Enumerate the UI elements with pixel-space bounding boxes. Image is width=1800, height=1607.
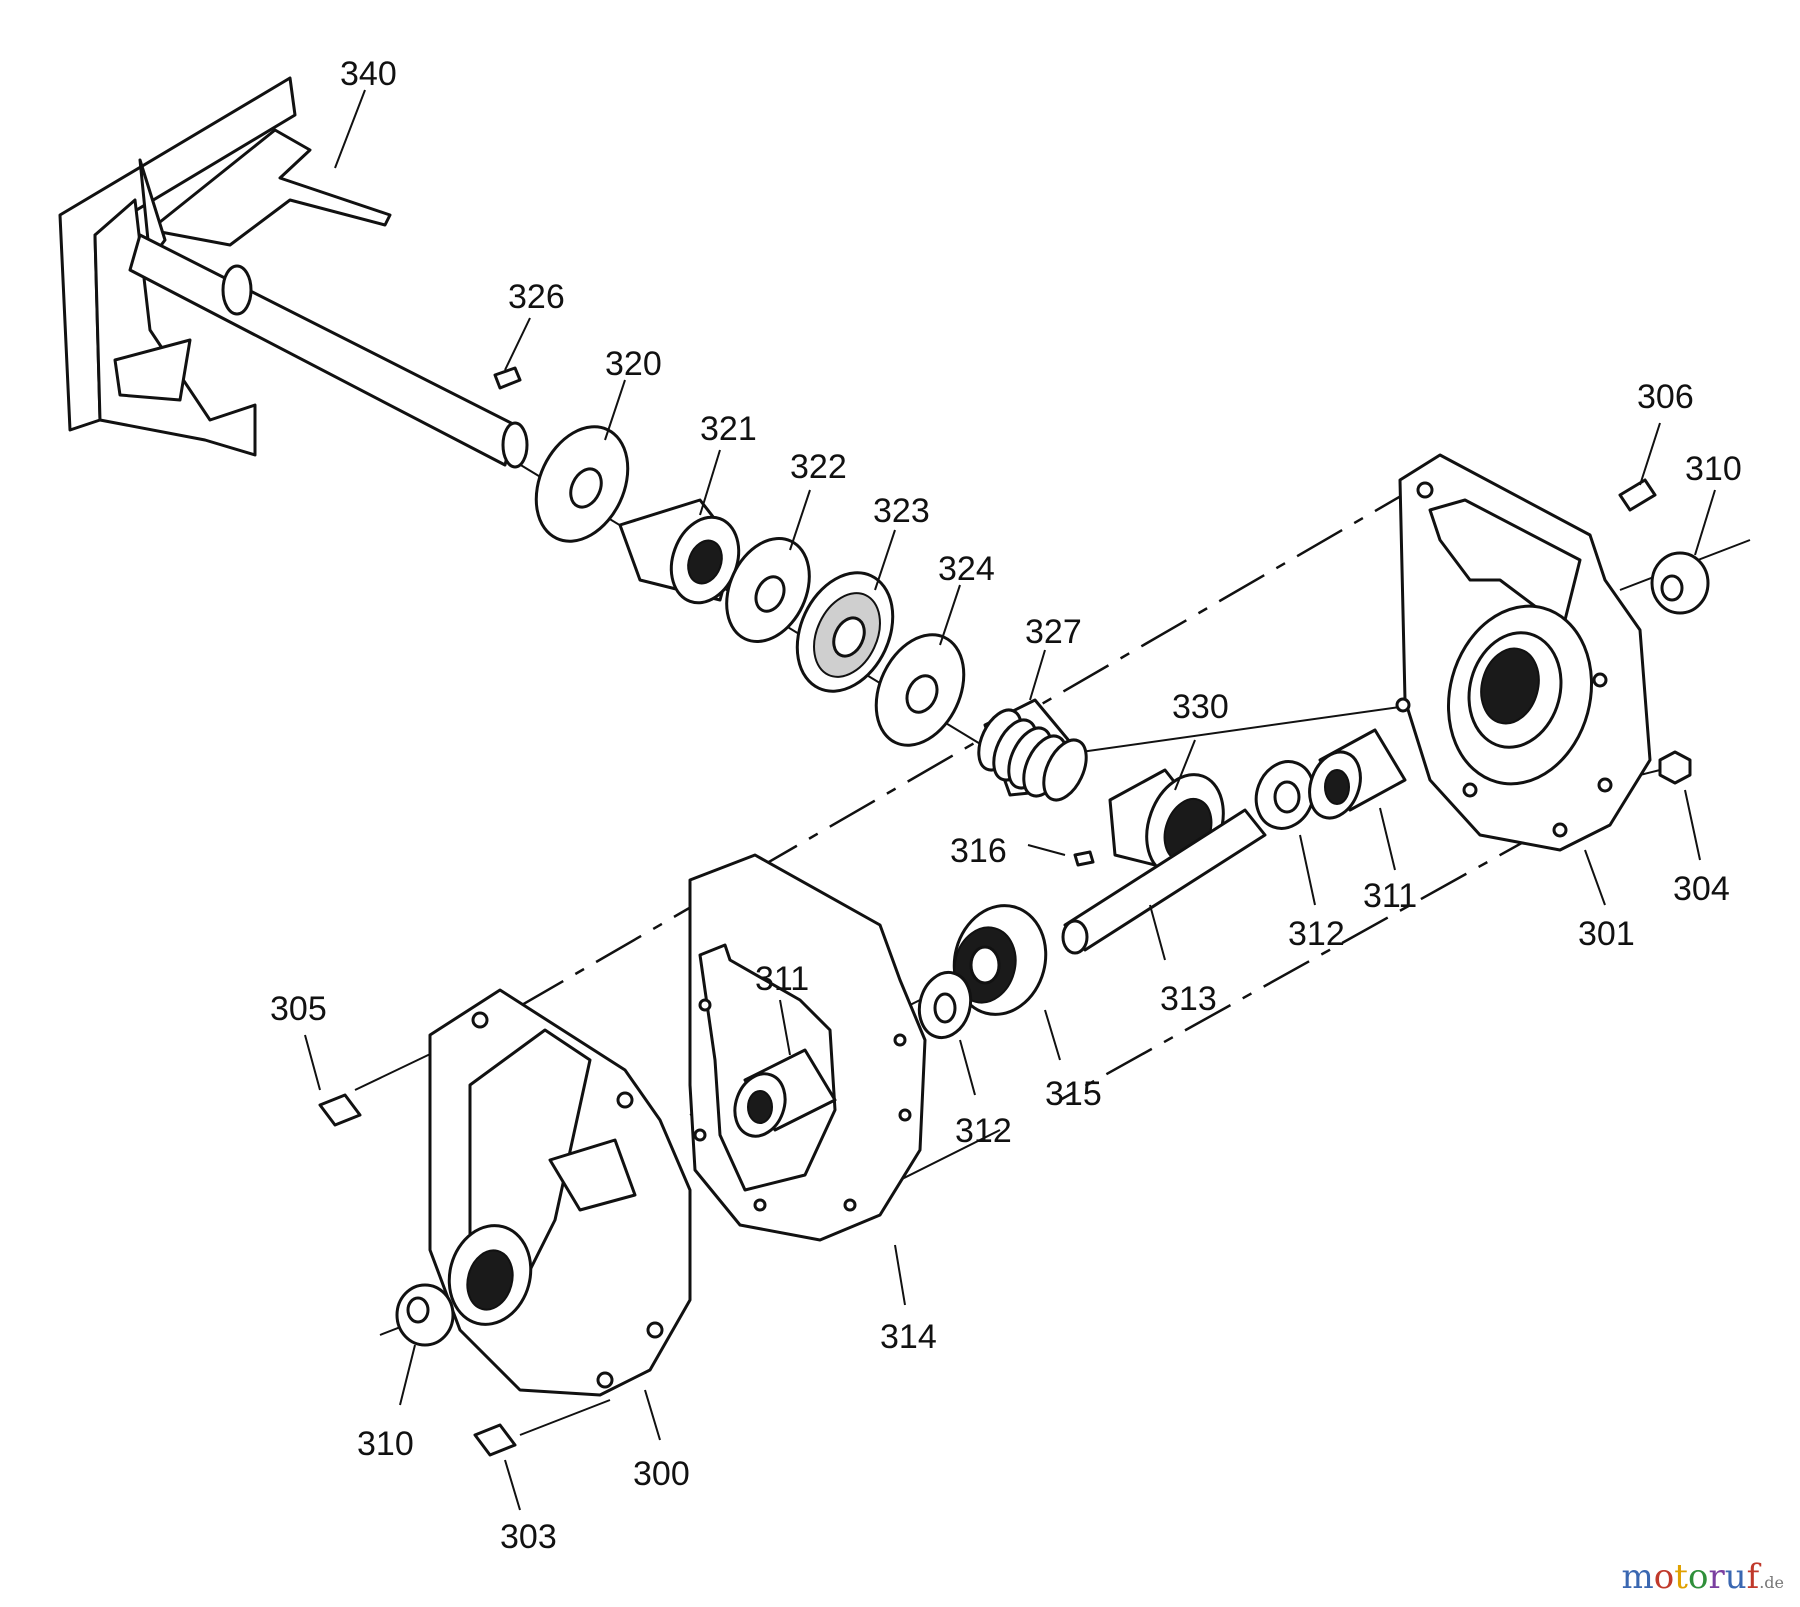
- label-330: 330: [1172, 688, 1229, 726]
- hex-bolt-303: [473, 1423, 517, 1457]
- label-321: 321: [700, 410, 757, 448]
- label-320: 320: [605, 345, 662, 383]
- label-301: 301: [1578, 915, 1635, 953]
- housing-gasket-314: [688, 853, 927, 1242]
- label-327: 327: [1025, 613, 1082, 651]
- label-323: 323: [873, 492, 930, 530]
- label-312-upper: 312: [1288, 915, 1345, 953]
- brand-letter: r: [1708, 1557, 1725, 1597]
- auger-impeller: [58, 76, 529, 469]
- drive-shaft-313: [1061, 808, 1267, 955]
- thrust-washer-322: [725, 536, 811, 644]
- gear-housing-301: [1395, 453, 1652, 852]
- label-313: 313: [1160, 980, 1217, 1018]
- label-314: 314: [880, 1318, 937, 1356]
- brand-letter: o: [1687, 1557, 1709, 1597]
- brand-watermark: motoruf.de: [1622, 1557, 1784, 1597]
- hex-bolt-305: [318, 1093, 362, 1127]
- gear-housing-300: [428, 988, 692, 1397]
- label-303: 303: [500, 1518, 557, 1556]
- shaft-key-326: [493, 366, 522, 390]
- flange-bearing-310-right: [1650, 551, 1710, 615]
- label-304: 304: [1673, 870, 1730, 908]
- label-300: 300: [633, 1455, 690, 1493]
- thrust-bearing-323: [795, 571, 895, 693]
- label-306: 306: [1637, 378, 1694, 416]
- bushing-311-left: [733, 1048, 837, 1138]
- label-324: 324: [938, 550, 995, 588]
- label-315: 315: [1045, 1075, 1102, 1113]
- brand-letter: o: [1653, 1557, 1675, 1597]
- worm-gear-327: [977, 698, 1088, 802]
- set-screw-306: [1618, 478, 1657, 512]
- spur-gear-315: [952, 904, 1048, 1016]
- label-326: 326: [508, 278, 565, 316]
- label-311-right: 311: [1363, 877, 1417, 915]
- label-311-left: 311: [755, 960, 809, 998]
- callout-leader-lines: [304, 89, 1716, 1511]
- callout-labels: 340 326 320 321 322 323 324 327 330 306 …: [270, 55, 1742, 1556]
- flat-washer-320: [534, 425, 630, 543]
- flange-bearing-310-left: [395, 1283, 455, 1347]
- label-322: 322: [790, 448, 847, 486]
- shaft-key-316: [1073, 850, 1095, 867]
- bushing-311-right: [1308, 728, 1407, 820]
- brand-letter: f: [1746, 1557, 1760, 1597]
- label-310-right: 310: [1685, 450, 1742, 488]
- label-310-left: 310: [357, 1425, 414, 1463]
- spacer-312-lower: [917, 970, 973, 1040]
- hex-nut-304: [1658, 750, 1692, 785]
- brand-letter: u: [1724, 1557, 1747, 1597]
- thrust-washer-324: [874, 633, 966, 747]
- label-312-lower: 312: [955, 1112, 1012, 1150]
- brand-letter: t: [1674, 1557, 1688, 1597]
- label-340: 340: [340, 55, 397, 93]
- label-305: 305: [270, 990, 327, 1028]
- label-316: 316: [950, 832, 1007, 870]
- brand-letter: m: [1621, 1557, 1654, 1597]
- brand-suffix: .de: [1759, 1573, 1784, 1592]
- brand-name: motoruf: [1622, 1557, 1760, 1597]
